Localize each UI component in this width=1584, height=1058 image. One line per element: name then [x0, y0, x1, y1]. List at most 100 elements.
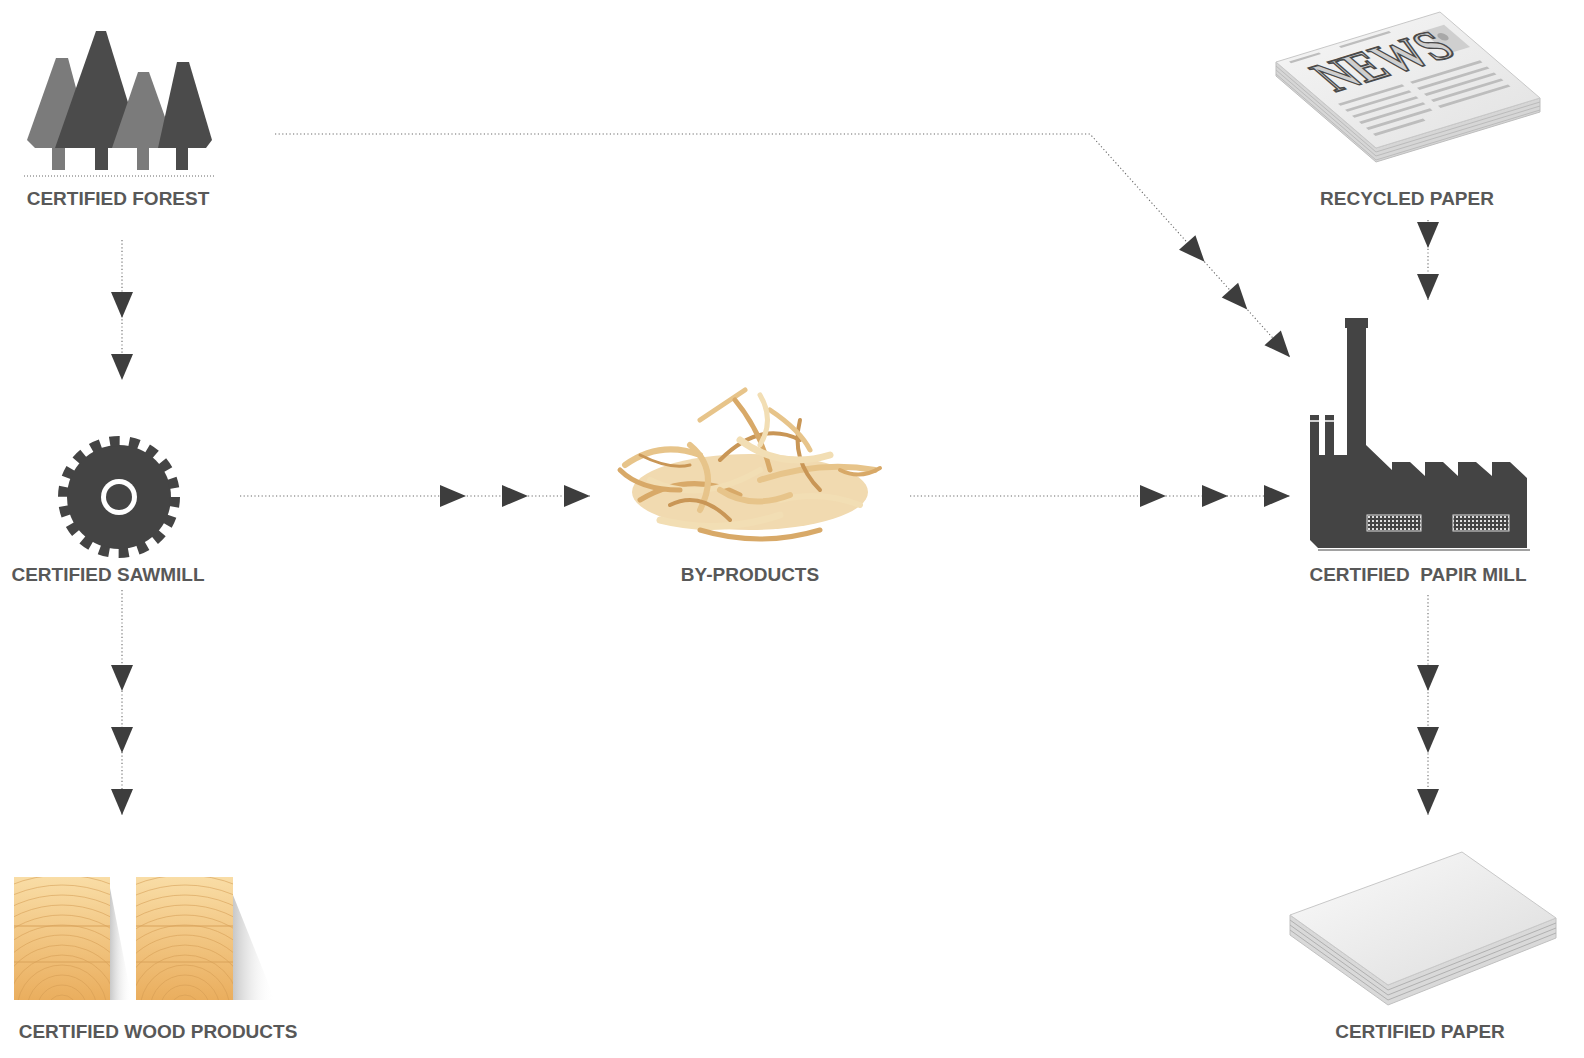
node-caption: CERTIFIED PAPER — [1335, 1021, 1505, 1043]
photo-figure — [1435, 32, 1451, 41]
dotted-line — [1427, 595, 1428, 815]
growth-rings — [136, 877, 233, 1000]
blade-hub — [106, 484, 132, 510]
forest-icon — [24, 31, 216, 176]
arrow-head — [1417, 274, 1439, 300]
node-caption: CERTIFIED FOREST — [27, 188, 210, 210]
growth-rings — [37, 985, 87, 1000]
growth-rings — [140, 965, 230, 1000]
growth-rings — [14, 905, 110, 1000]
growth-rings — [136, 925, 233, 1000]
flow-node: RECYCLED PAPER — [1262, 5, 1552, 220]
paper-stack-icon — [1290, 852, 1556, 1005]
flow-node: CERTIFIED FOREST — [0, 30, 275, 240]
growth-rings — [14, 945, 110, 1000]
flow-connector — [910, 485, 1290, 507]
shaving — [760, 395, 768, 445]
wood-blocks-icon — [0, 865, 330, 1058]
growth-rings — [14, 895, 110, 1000]
laminate-seam — [136, 926, 233, 927]
growth-rings — [160, 985, 210, 1000]
paper-sheet — [1290, 852, 1556, 985]
shaving — [780, 496, 860, 505]
arrow-head — [111, 292, 133, 318]
arrow-head — [1179, 235, 1213, 269]
tree-trunk — [137, 146, 149, 170]
growth-rings — [136, 915, 233, 1000]
growth-rings — [14, 885, 110, 1000]
arrow-head — [502, 485, 528, 507]
node-caption: CERTIFIED SAWMILL — [11, 564, 204, 586]
growth-rings — [14, 877, 110, 1000]
arrow-head — [440, 485, 466, 507]
node-caption: RECYCLED PAPER — [1320, 188, 1494, 210]
newspaper-print — [1289, 17, 1522, 136]
flow-node: CERTIFIED SAWMILL — [0, 380, 240, 590]
shaving — [670, 500, 730, 520]
factory-icon — [1309, 318, 1530, 550]
wood-shavings-icon — [620, 390, 880, 539]
block-shadow — [233, 895, 275, 1000]
flow-node: CERTIFIED WOOD PRODUCTS — [0, 815, 320, 1055]
growth-rings — [136, 877, 233, 1000]
chimney-band — [1309, 420, 1336, 422]
shaving — [720, 490, 790, 501]
growth-rings — [136, 877, 233, 1000]
factory-window — [1367, 515, 1421, 531]
growth-rings — [136, 885, 233, 1000]
block-shadow — [110, 888, 132, 1000]
growth-rings — [170, 995, 200, 1000]
growth-rings — [14, 955, 110, 1000]
dotted-line — [910, 495, 1290, 496]
growth-rings — [14, 877, 110, 1000]
flow-connector — [240, 485, 590, 507]
headline-text: NEWS — [1300, 24, 1466, 98]
flow-connector — [1417, 220, 1439, 300]
ground-line — [24, 176, 216, 177]
tree-trunk — [52, 146, 65, 170]
arrow-head — [564, 485, 590, 507]
shaving — [660, 515, 780, 526]
arrow-head — [1264, 330, 1298, 364]
arrow-head — [1140, 485, 1166, 507]
shaving — [640, 455, 690, 466]
growth-rings — [14, 925, 110, 1000]
dotted-line — [1427, 220, 1428, 300]
arrow-head — [1417, 665, 1439, 691]
flow-node: CERTIFIED PAPIR MILL — [1290, 300, 1550, 595]
growth-rings — [47, 995, 77, 1000]
flow-node: CERTIFIED PAPER — [1280, 815, 1570, 1055]
shaving — [770, 410, 810, 450]
arrow-head — [1202, 485, 1228, 507]
flow-connector — [111, 590, 133, 815]
shaving — [700, 530, 820, 539]
print-line — [1438, 84, 1511, 108]
arrow-head — [1417, 727, 1439, 753]
dotted-line — [275, 134, 1290, 357]
growth-rings — [14, 877, 110, 1000]
growth-rings — [17, 965, 107, 1000]
tree-shape — [158, 62, 212, 148]
factory-base — [1318, 550, 1530, 551]
arrow-head — [1264, 485, 1290, 507]
arrow-head — [111, 727, 133, 753]
print-line — [1373, 119, 1426, 136]
laminate-seam — [136, 962, 233, 963]
growth-rings — [150, 975, 220, 1000]
growth-rings — [136, 895, 233, 1000]
laminate-seam — [14, 962, 110, 963]
shaving — [840, 468, 880, 475]
dotted-line — [121, 590, 122, 815]
shaving — [740, 440, 830, 460]
print-line — [1339, 31, 1391, 48]
newspaper-face — [1276, 12, 1540, 148]
newspaper-icon — [1276, 12, 1540, 162]
photo-box — [1422, 25, 1470, 54]
print-line — [1289, 52, 1321, 63]
node-caption: BY-PRODUCTS — [681, 564, 819, 586]
